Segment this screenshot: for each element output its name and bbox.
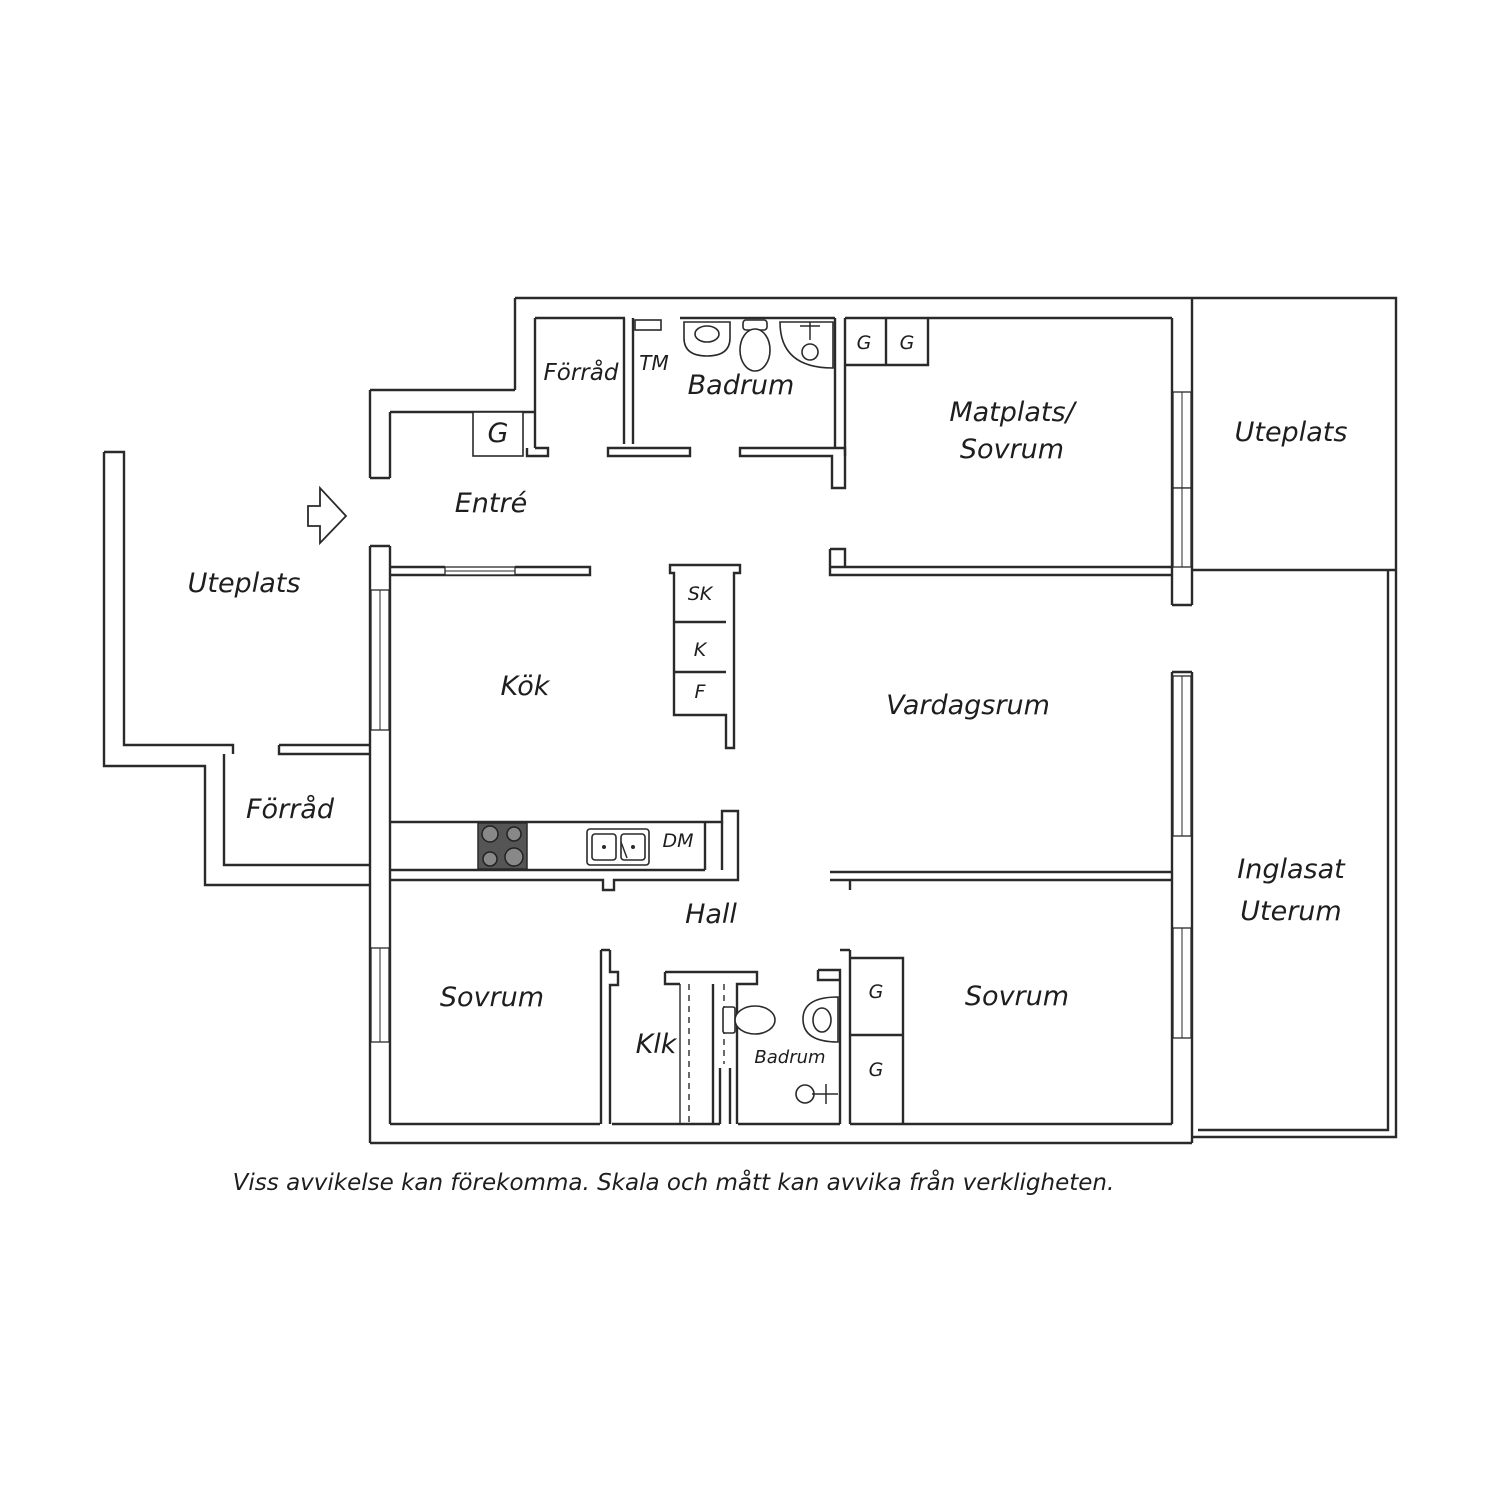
patio-left-label: Uteplats bbox=[188, 568, 301, 599]
wardrobe-top-left-label: G bbox=[857, 332, 872, 354]
storage-left-label: Förråd bbox=[246, 794, 335, 825]
hall-label: Hall bbox=[685, 899, 737, 930]
entrance-arrow-icon bbox=[307, 485, 348, 546]
interior-walls bbox=[390, 318, 1172, 1124]
bedroom-left-label: Sovrum bbox=[440, 982, 544, 1013]
tm-shelf bbox=[634, 319, 662, 331]
stove-icon bbox=[477, 822, 528, 870]
patio-right-label: Uteplats bbox=[1235, 417, 1348, 448]
dining-label-line1: Matplats/ bbox=[949, 397, 1077, 428]
wardrobe-top-right-label: G bbox=[900, 332, 915, 354]
living-room-label: Vardagsrum bbox=[886, 690, 1050, 721]
sunroom-label-line1: Inglasat bbox=[1237, 854, 1346, 885]
small-sink-icon bbox=[802, 996, 839, 1043]
shower-icon bbox=[779, 321, 834, 369]
bedroom-right-label: Sovrum bbox=[965, 981, 1069, 1012]
dining-label-line2: Sovrum bbox=[960, 434, 1064, 465]
laundry-label: TM bbox=[639, 351, 668, 375]
bathroom-small-label: Badrum bbox=[754, 1047, 825, 1068]
wardrobe-entre-label: G bbox=[488, 418, 509, 449]
wardrobe-bedroom-upper-label: G bbox=[869, 981, 884, 1003]
fridge-label: K bbox=[694, 639, 708, 661]
kitchen-sink-icon bbox=[586, 828, 650, 866]
entrance-label: Entré bbox=[455, 488, 527, 519]
closet-label: Klk bbox=[636, 1029, 678, 1060]
small-shower-icon bbox=[795, 1084, 838, 1104]
storage-top-label: Förråd bbox=[544, 358, 619, 386]
wardrobe-bedroom-lower-label: G bbox=[869, 1059, 884, 1081]
disclaimer-text: Viss avvikelse kan förekomma. Skala och … bbox=[232, 1170, 1115, 1196]
wardrobe-entre: G bbox=[472, 411, 524, 457]
bathroom-top-label: Badrum bbox=[688, 370, 795, 401]
sink-icon bbox=[683, 321, 731, 357]
sunroom-label-line2: Uterum bbox=[1240, 896, 1341, 927]
windows bbox=[370, 391, 1192, 1043]
kitchen-label: Kök bbox=[501, 671, 551, 702]
small-toilet-icon bbox=[722, 1005, 776, 1035]
dishwasher-label: DM bbox=[662, 830, 693, 852]
freezer-label: SK bbox=[688, 583, 714, 605]
freezer-f-label: F bbox=[695, 681, 707, 703]
toilet-icon bbox=[739, 319, 771, 372]
closet-dashed-lines bbox=[679, 984, 725, 1124]
